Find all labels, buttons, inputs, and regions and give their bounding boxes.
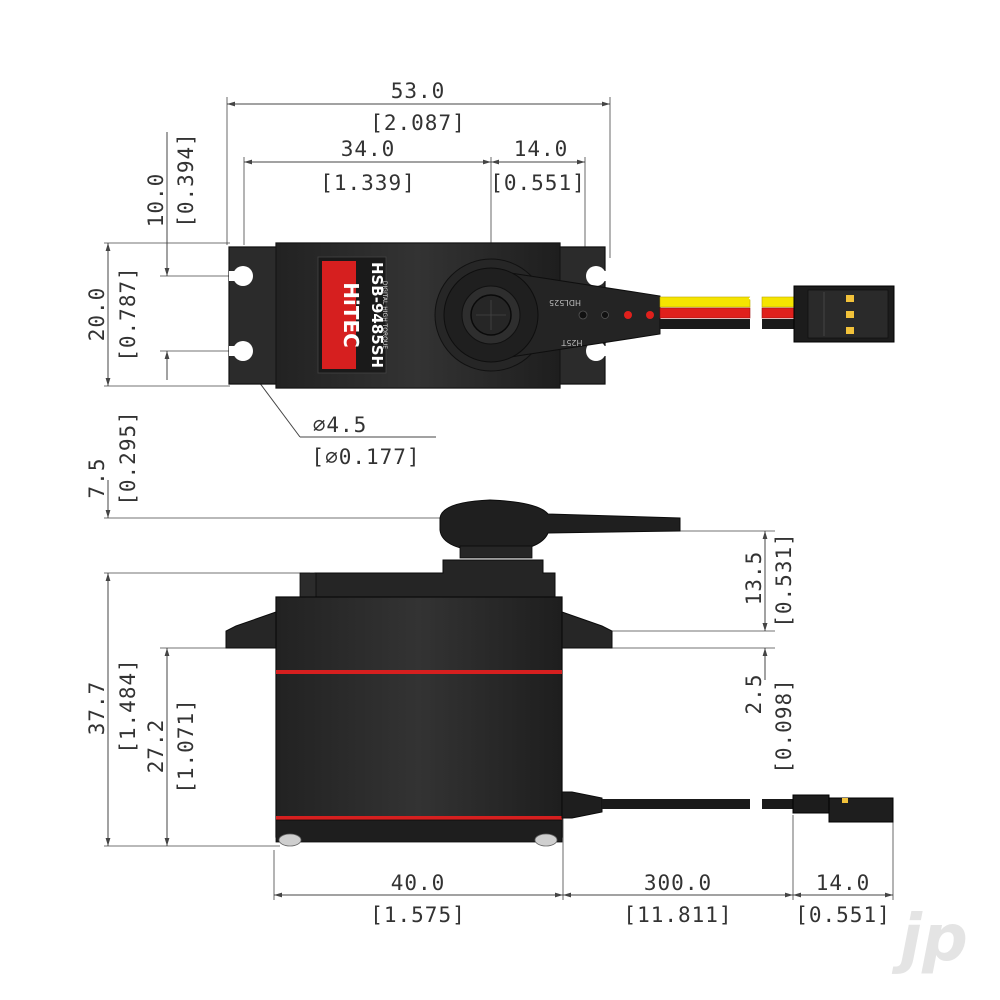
horn-hole-2 [601, 311, 609, 319]
dim-horn-height-mm: 7.5 [85, 458, 109, 499]
foot-left [278, 833, 302, 847]
foot-right [534, 833, 558, 847]
servo-cable-side [602, 799, 750, 809]
mount-flange-right [561, 611, 613, 649]
dim-connector-length-mm: 14.0 [816, 871, 871, 895]
dim-spline-height-inch: [0.531] [772, 532, 796, 628]
dim-overall-length-inch: [2.087] [370, 111, 466, 135]
dim-overall-length-mm: 53.0 [391, 79, 446, 103]
red-stripe-bottom [276, 816, 562, 820]
servo-gear-housing [314, 559, 556, 598]
dim-mount-tab-mm: 10.0 [144, 173, 168, 228]
dim-mount-tab-inch: [0.394] [174, 132, 198, 228]
dim-body-length-mm: 40.0 [391, 871, 446, 895]
mount-flange-left [225, 611, 277, 649]
horn-hole-1 [578, 310, 588, 320]
horn-text-top: HDL525 [549, 298, 581, 307]
dim-total-height-mm: 37.7 [85, 681, 109, 736]
dim-body-length-inch: [1.575] [370, 903, 466, 927]
dim-body-height-mm: 27.2 [144, 719, 168, 774]
dim-hole-dia-mm: ∅4.5 [313, 413, 368, 437]
horn-text-bottom: H25T [561, 338, 582, 347]
connector-side [792, 794, 894, 823]
brand-logo: HiTEC [339, 282, 363, 348]
label-tagline: DIGITAL HIGH TORQUE [381, 281, 388, 349]
cable-grommet [561, 791, 603, 819]
dim-body-height-inch: [1.071] [174, 698, 198, 794]
dim-shaft-to-end-inch: [0.551] [490, 171, 586, 195]
dim-flange-thickness-mm: 2.5 [742, 674, 766, 715]
dim-flange-offset-mm: 34.0 [341, 137, 396, 161]
red-stripe-top [276, 670, 562, 674]
side-view: 7.5 [0.295] 37.7 [1.484] 27.2 [1.071] 13… [85, 410, 894, 927]
dim-cable-length-inch: [11.811] [623, 903, 732, 927]
dim-spline-height-mm: 13.5 [742, 551, 766, 606]
watermark-logo: jp [891, 902, 968, 976]
dim-shaft-to-end-mm: 14.0 [514, 137, 569, 161]
dim-hole-dia-inch: [∅0.177] [311, 445, 420, 469]
dim-width-inch: [0.787] [116, 266, 140, 362]
horn-hole-3 [624, 311, 632, 319]
horn-hole-4 [646, 311, 654, 319]
top-view: 53.0 [2.087] 34.0 [1.339] 14.0 [0.551] 1… [85, 79, 895, 469]
dim-width-mm: 20.0 [85, 287, 109, 342]
dim-connector-length-inch: [0.551] [795, 903, 891, 927]
dim-horn-height-inch: [0.295] [116, 410, 140, 506]
dim-cable-length-mm: 300.0 [644, 871, 712, 895]
servo-side-body [275, 596, 563, 838]
dim-flange-offset-inch: [1.339] [320, 171, 416, 195]
servo-horn-side [439, 499, 681, 553]
dim-flange-thickness-inch: [0.098] [772, 678, 796, 774]
connector-top [793, 285, 895, 343]
servo-wires-top [659, 295, 795, 331]
model-name: HSB-9485SH [368, 262, 386, 368]
dim-total-height-inch: [1.484] [116, 658, 140, 754]
mount-hole-bottom-left [229, 341, 253, 361]
mount-hole-top-left [229, 266, 253, 286]
